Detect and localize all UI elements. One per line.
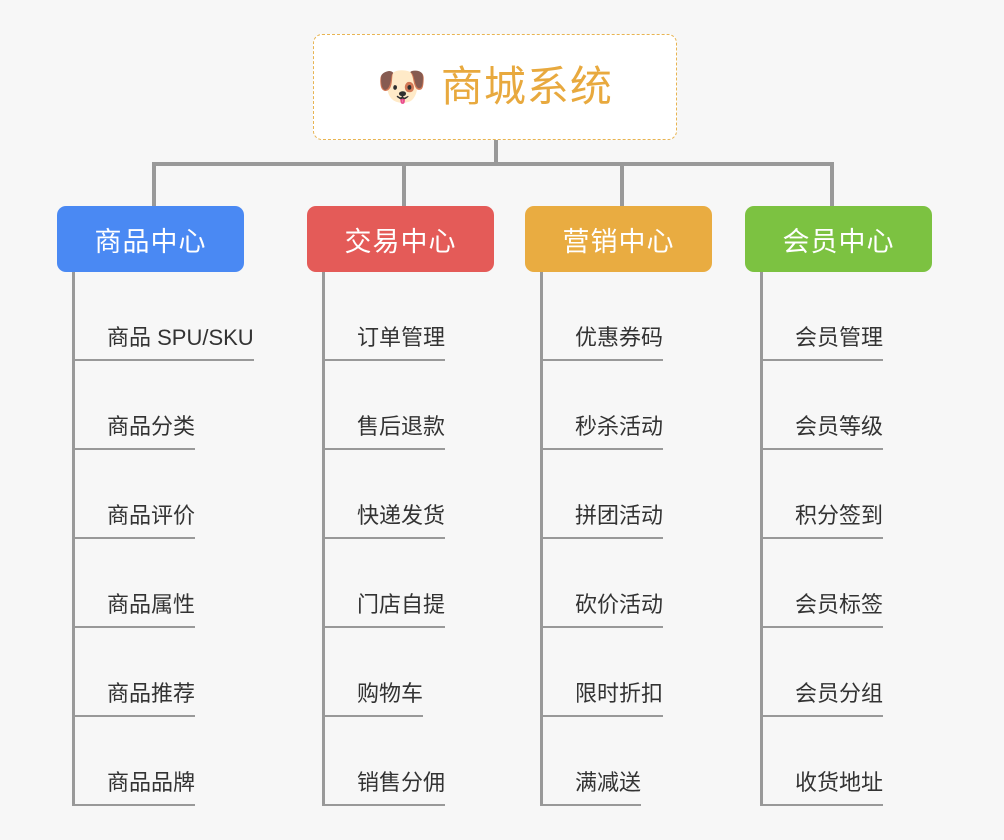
list-item[interactable]: 购物车 — [325, 628, 540, 717]
leaf-label: 商品品牌 — [75, 772, 196, 806]
leaf-label: 购物车 — [325, 683, 424, 717]
list-item[interactable]: 商品分类 — [75, 361, 290, 450]
list-item[interactable]: 订单管理 — [325, 272, 540, 361]
leaf-label: 会员标签 — [763, 594, 884, 628]
list-item[interactable]: 会员标签 — [763, 539, 978, 628]
leaf-label: 秒杀活动 — [543, 416, 664, 450]
category-label: 营销中心 — [562, 226, 675, 257]
category-header-product[interactable]: 商品中心 — [57, 206, 244, 272]
leaf-label: 积分签到 — [763, 505, 884, 539]
leaf-label: 优惠券码 — [543, 327, 664, 361]
root-node[interactable]: 🐶 商城系统 — [313, 34, 677, 140]
list-item[interactable]: 快递发货 — [325, 450, 540, 539]
dog-face-icon: 🐶 — [377, 64, 427, 110]
category-label: 交易中心 — [344, 226, 457, 257]
leaf-label: 商品分类 — [75, 416, 196, 450]
leaf-label: 会员分组 — [763, 683, 884, 717]
category-label: 会员中心 — [782, 226, 895, 257]
list-item[interactable]: 商品 SPU/SKU — [75, 272, 290, 361]
category-label: 商品中心 — [94, 226, 207, 257]
leaf-list-1: 商品 SPU/SKU 商品分类 商品评价 商品属性 商品推荐 商品品牌 — [72, 272, 290, 806]
leaf-list-4: 会员管理 会员等级 积分签到 会员标签 会员分组 收货地址 — [760, 272, 978, 806]
category-column-4: 会员中心 会员管理 会员等级 积分签到 会员标签 会员分组 收货地址 — [745, 206, 975, 806]
list-item[interactable]: 限时折扣 — [543, 628, 758, 717]
category-header-trade[interactable]: 交易中心 — [307, 206, 494, 272]
leaf-label: 快递发货 — [325, 505, 446, 539]
leaf-label: 销售分佣 — [325, 772, 446, 806]
list-item[interactable]: 会员等级 — [763, 361, 978, 450]
leaf-label: 砍价活动 — [543, 594, 664, 628]
leaf-label: 订单管理 — [325, 327, 446, 361]
list-item[interactable]: 积分签到 — [763, 450, 978, 539]
leaf-list-2: 订单管理 售后退款 快递发货 门店自提 购物车 销售分佣 — [322, 272, 540, 806]
leaf-label: 拼团活动 — [543, 505, 664, 539]
list-item[interactable]: 砍价活动 — [543, 539, 758, 628]
connector-drop-4 — [830, 162, 834, 207]
category-header-member[interactable]: 会员中心 — [745, 206, 932, 272]
leaf-label: 商品推荐 — [75, 683, 196, 717]
category-column-2: 交易中心 订单管理 售后退款 快递发货 门店自提 购物车 销售分佣 — [307, 206, 537, 806]
category-column-3: 营销中心 优惠券码 秒杀活动 拼团活动 砍价活动 限时折扣 满减送 — [525, 206, 755, 806]
connector-bus-bar — [152, 162, 834, 166]
list-item[interactable]: 会员管理 — [763, 272, 978, 361]
list-item[interactable]: 拼团活动 — [543, 450, 758, 539]
list-item[interactable]: 会员分组 — [763, 628, 978, 717]
category-header-marketing[interactable]: 营销中心 — [525, 206, 712, 272]
leaf-label: 售后退款 — [325, 416, 446, 450]
connector-root-stem — [494, 140, 498, 163]
list-item[interactable]: 售后退款 — [325, 361, 540, 450]
list-item[interactable]: 销售分佣 — [325, 717, 540, 806]
list-item[interactable]: 优惠券码 — [543, 272, 758, 361]
leaf-label: 满减送 — [543, 772, 642, 806]
leaf-label: 门店自提 — [325, 594, 446, 628]
list-item[interactable]: 商品品牌 — [75, 717, 290, 806]
leaf-label: 商品评价 — [75, 505, 196, 539]
leaf-label: 会员等级 — [763, 416, 884, 450]
connector-drop-2 — [402, 162, 406, 207]
leaf-label: 商品属性 — [75, 594, 196, 628]
leaf-label: 收货地址 — [763, 772, 884, 806]
list-item[interactable]: 商品推荐 — [75, 628, 290, 717]
list-item[interactable]: 商品评价 — [75, 450, 290, 539]
category-column-1: 商品中心 商品 SPU/SKU 商品分类 商品评价 商品属性 商品推荐 商品品牌 — [57, 206, 287, 806]
leaf-label: 商品 SPU/SKU — [75, 327, 254, 361]
connector-drop-3 — [620, 162, 624, 207]
leaf-label: 会员管理 — [763, 327, 884, 361]
list-item[interactable]: 门店自提 — [325, 539, 540, 628]
list-item[interactable]: 收货地址 — [763, 717, 978, 806]
root-title: 商城系统 — [440, 63, 613, 110]
leaf-list-3: 优惠券码 秒杀活动 拼团活动 砍价活动 限时折扣 满减送 — [540, 272, 758, 806]
connector-drop-1 — [152, 162, 156, 207]
list-item[interactable]: 商品属性 — [75, 539, 290, 628]
list-item[interactable]: 满减送 — [543, 717, 758, 806]
list-item[interactable]: 秒杀活动 — [543, 361, 758, 450]
leaf-label: 限时折扣 — [543, 683, 664, 717]
